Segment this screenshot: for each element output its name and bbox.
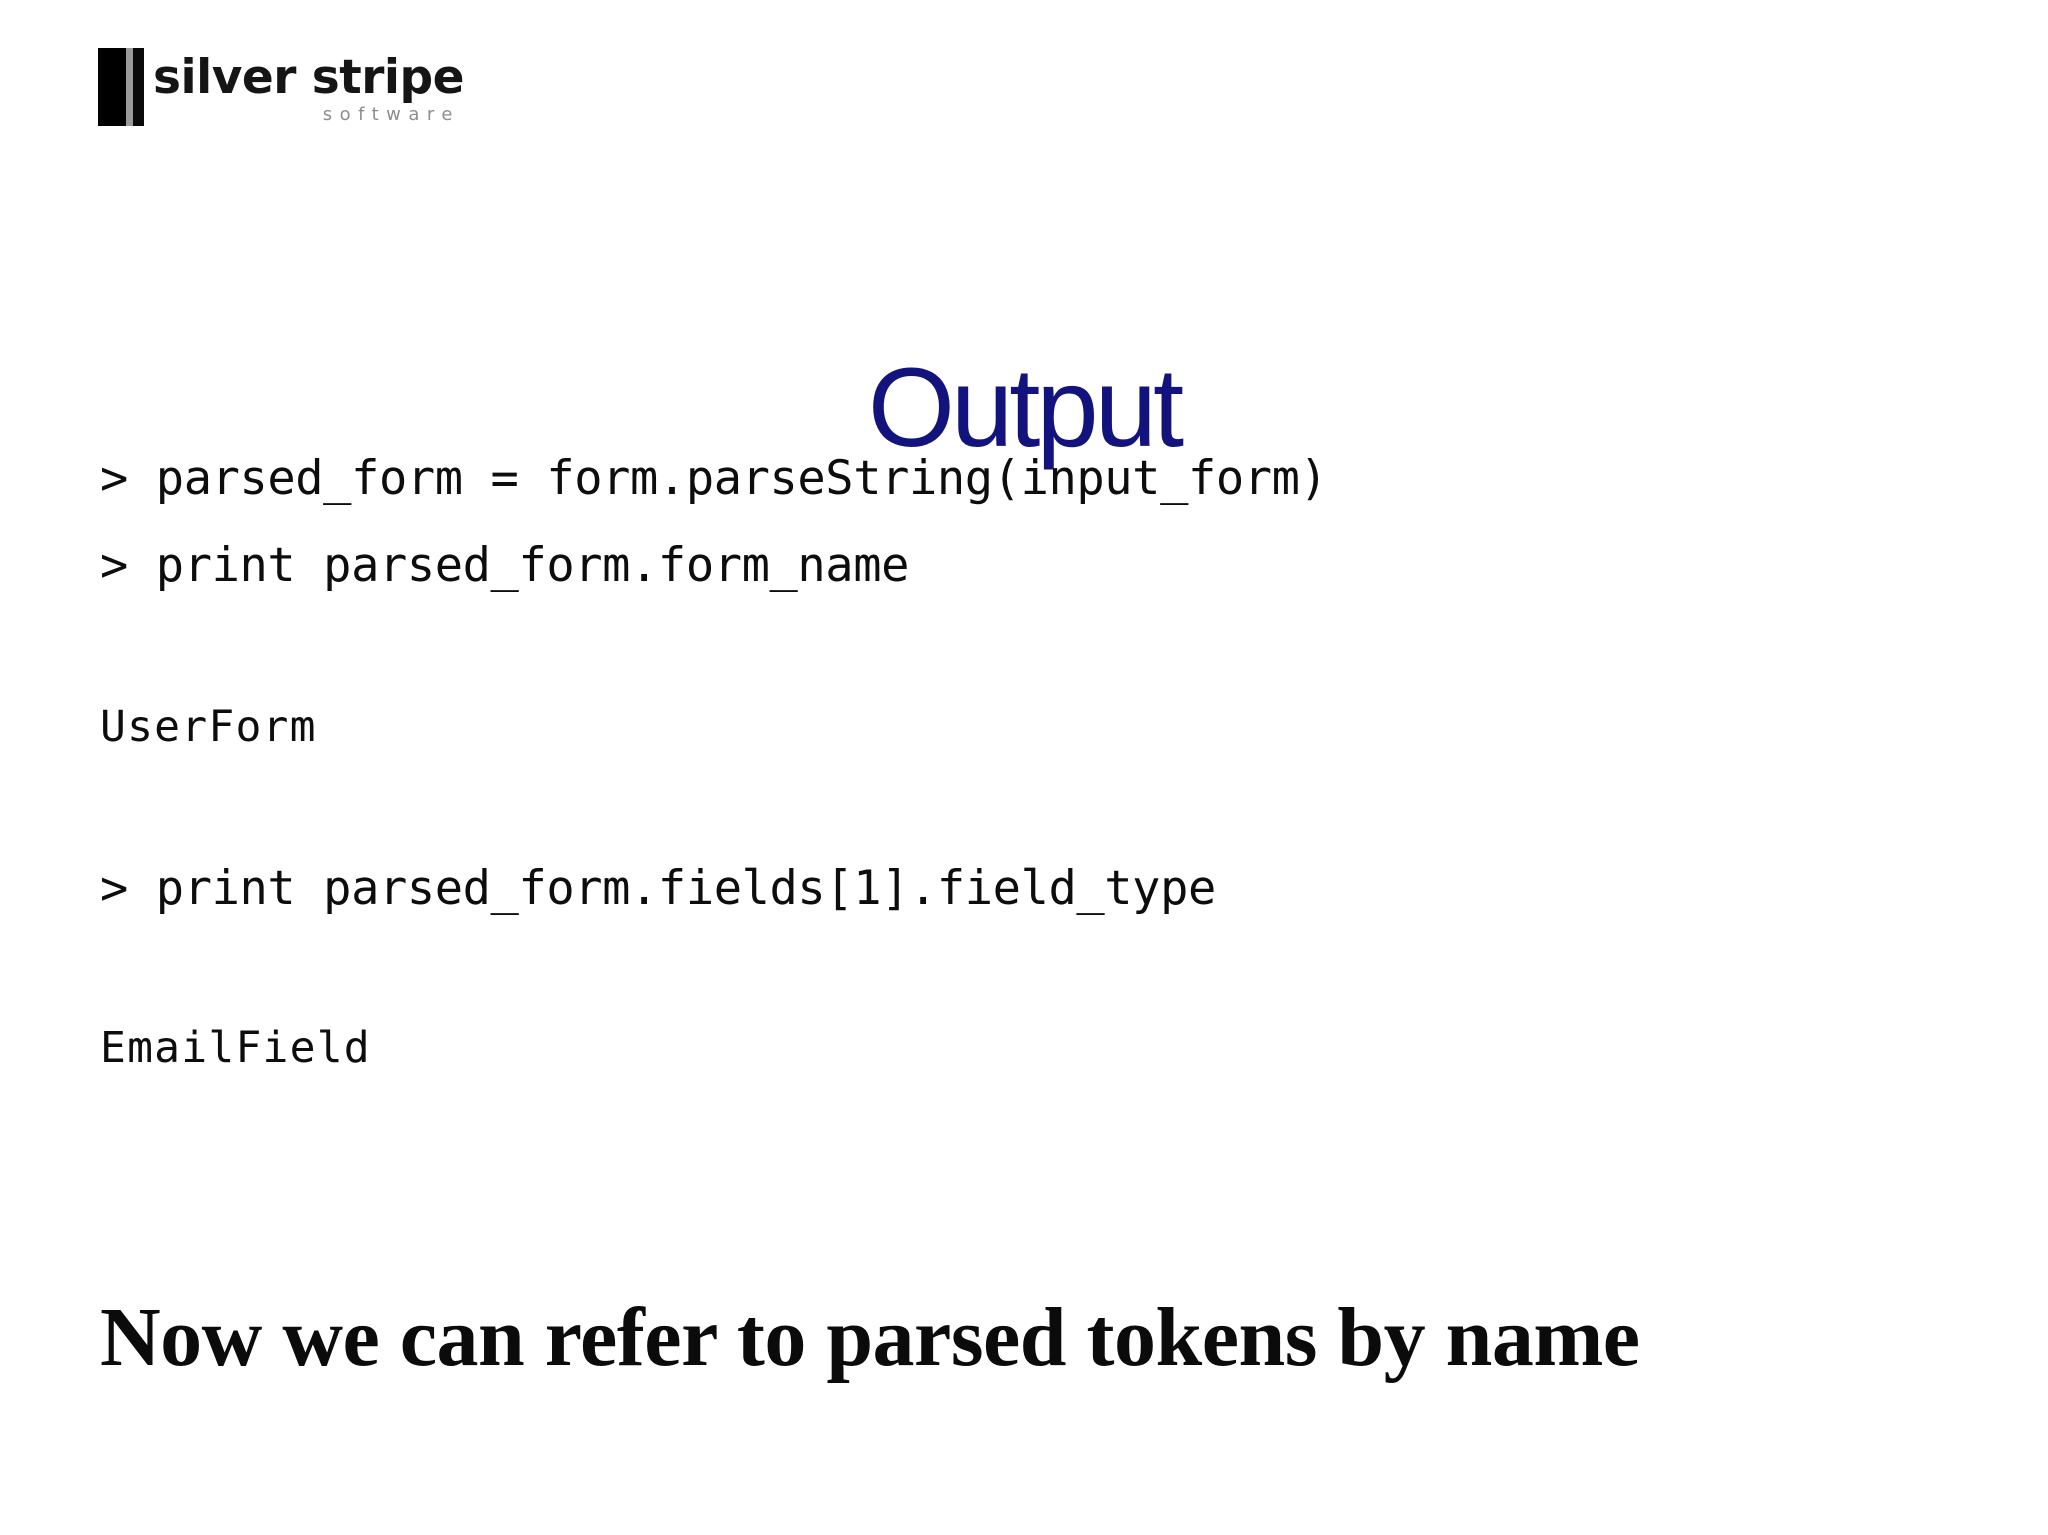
console-blank-3	[100, 932, 1980, 1016]
logo-bar-grey	[126, 48, 133, 126]
console-line-prompt-2: > print parsed_form.form_name	[100, 538, 909, 593]
console-line-prompt-3: > print parsed_form.fields[1].field_type	[100, 861, 1216, 916]
logo-bar-wide	[98, 48, 126, 126]
logo-subtitle: software	[322, 104, 461, 125]
console-blank-1	[100, 609, 1980, 695]
logo-name: silver stripe	[153, 50, 465, 105]
code-console-block: > parsed_form = form.parseString(input_f…	[100, 435, 1980, 1080]
console-output-emailfield: EmailField	[100, 1023, 371, 1073]
page-title: Output	[867, 345, 1184, 471]
console-blank-2	[100, 759, 1980, 845]
closing-statement: Now we can refer to parsed tokens by nam…	[100, 1291, 1640, 1384]
logo-bar-narrow	[133, 48, 144, 126]
console-line-prompt-1: > parsed_form = form.parseString(input_f…	[100, 451, 1328, 506]
logo-bars-icon	[98, 48, 144, 126]
console-output-userform: UserForm	[100, 702, 317, 752]
silverstripe-logo: silver stripe software	[98, 48, 465, 130]
logo-wordmark: silver stripe software	[153, 48, 465, 126]
